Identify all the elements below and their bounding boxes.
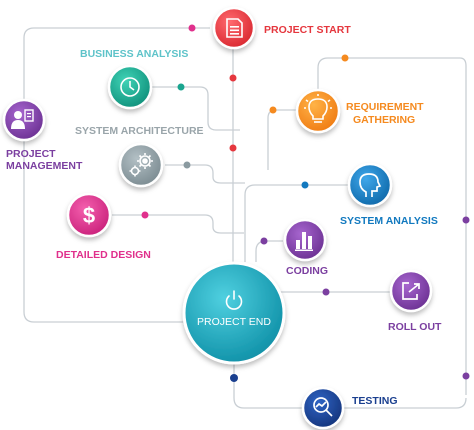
testing-label: TESTING: [352, 395, 398, 407]
roll-out-node[interactable]: ROLL OUT: [388, 269, 442, 333]
power-icon: [225, 290, 243, 310]
bar-chart-icon: [295, 232, 313, 251]
requirement-gathering-label-2: GATHERING: [353, 114, 415, 126]
document-icon: [226, 18, 243, 38]
magnifier-chart-icon: [313, 397, 333, 417]
gears-icon: [129, 153, 153, 177]
dollar-icon: $: [83, 203, 95, 228]
business-analysis-label: BUSINESS ANALYSIS: [80, 48, 188, 60]
project-management-label-1: PROJECT: [6, 148, 56, 160]
requirement-gathering-label-1: REQUIREMENT: [346, 101, 424, 113]
project-management-label-2: MANAGEMENT: [6, 160, 83, 172]
coding-node[interactable]: CODING: [283, 218, 328, 277]
lightbulb-icon: [304, 94, 332, 123]
requirement-gathering-node[interactable]: REQUIREMENT GATHERING: [295, 88, 424, 134]
connector-lines: [23, 27, 467, 409]
head-icon: [359, 173, 382, 197]
project-management-node[interactable]: PROJECT MANAGEMENT: [2, 98, 83, 172]
system-analysis-label: SYSTEM ANALYSIS: [340, 215, 438, 227]
connector-dots: [141, 24, 470, 382]
coding-label: CODING: [286, 265, 328, 277]
detailed-design-label: DETAILED DESIGN: [56, 249, 151, 261]
manager-icon: [11, 109, 34, 129]
business-analysis-node[interactable]: BUSINESS ANALYSIS: [80, 48, 188, 110]
project-start-label: PROJECT START: [264, 24, 351, 36]
roll-out-label: ROLL OUT: [388, 321, 442, 333]
system-architecture-node[interactable]: SYSTEM ARCHITECTURE: [75, 125, 204, 188]
project-end-node[interactable]: PROJECT END: [182, 261, 286, 365]
system-architecture-label: SYSTEM ARCHITECTURE: [75, 125, 204, 137]
project-start-node[interactable]: PROJECT START: [212, 6, 351, 50]
system-analysis-node[interactable]: SYSTEM ANALYSIS: [340, 162, 438, 227]
project-end-label: PROJECT END: [197, 316, 271, 328]
testing-node[interactable]: TESTING: [301, 386, 398, 430]
export-icon: [402, 282, 420, 300]
clock-icon: [120, 77, 140, 97]
detailed-design-node[interactable]: $ DETAILED DESIGN: [56, 192, 151, 261]
